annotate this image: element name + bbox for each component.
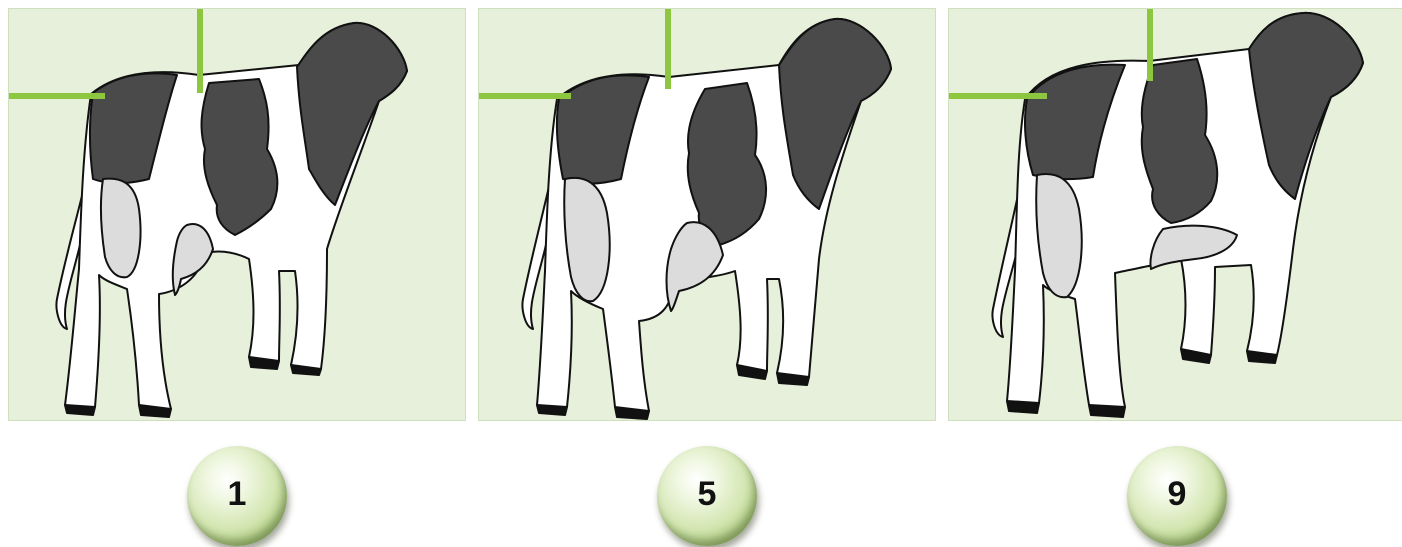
score-label-1: 1	[228, 475, 247, 514]
cow-panel-5	[478, 8, 936, 421]
score-label-5: 5	[698, 475, 717, 514]
score-label-9: 9	[1168, 475, 1187, 514]
score-badge-5: 5	[657, 446, 757, 546]
cow-panel-9	[948, 8, 1402, 421]
cow-illustration-1	[56, 23, 407, 417]
score-badge-9: 9	[1127, 446, 1227, 546]
cow-illustration-9	[992, 13, 1363, 417]
score-badge-1: 1	[187, 446, 287, 546]
cow-illustration-5	[522, 19, 891, 419]
cow-panel-1	[8, 8, 466, 421]
